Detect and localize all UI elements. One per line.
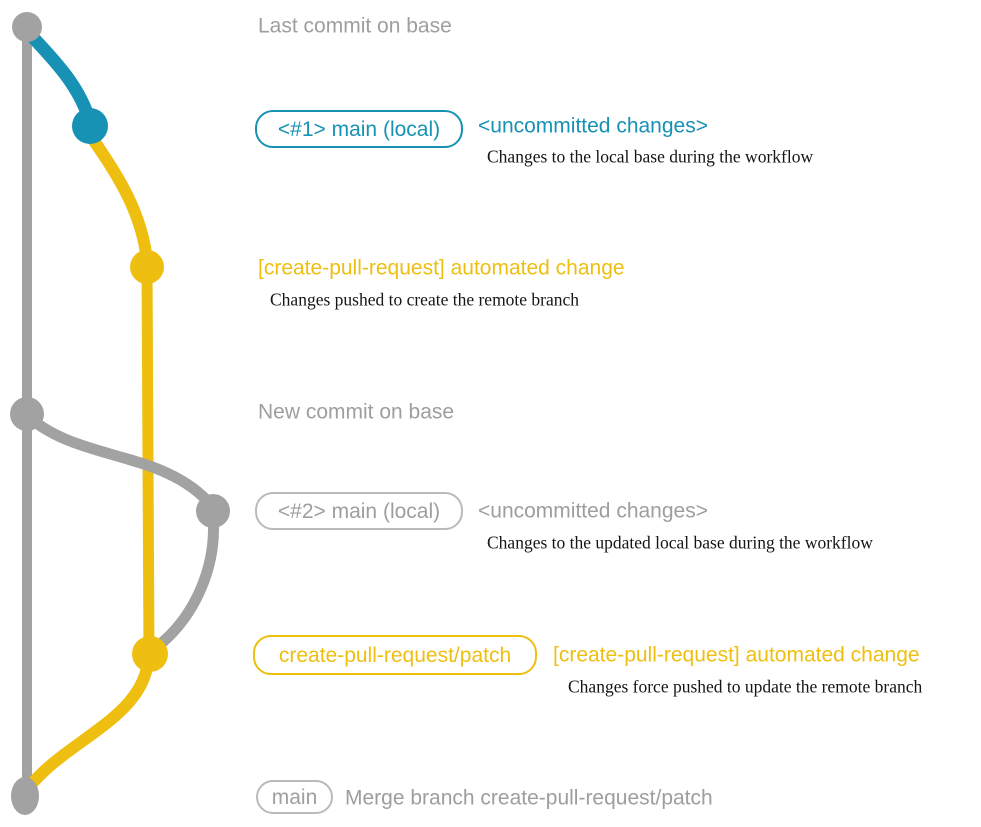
commit-message-automated-1: [create-pull-request] automated change (258, 256, 625, 280)
description-automated-1: Changes pushed to create the remote bran… (270, 289, 580, 310)
rebase-branch-line-lower (147, 510, 219, 656)
branch-badge-main: main (256, 780, 333, 814)
commit-message-automated-2: [create-pull-request] automated change (553, 643, 920, 667)
branch-badge-label: create-pull-request/patch (278, 643, 512, 667)
branch-badge-label: <#1> main (local) (277, 117, 441, 141)
commit-node-merge (11, 777, 39, 815)
commit-node-main-local-2 (196, 494, 230, 528)
uncommitted-changes-1: <uncommitted changes> (478, 114, 708, 138)
commit-node-main-local-1 (72, 108, 108, 144)
description-main-local-1: Changes to the local base during the wor… (487, 146, 814, 167)
branch-badge-main-local-2: <#2> main (local) (255, 492, 463, 530)
commit-node-new-commit-on-base (10, 397, 44, 431)
commit-node-automated-change-2 (132, 636, 168, 672)
merge-commit-label: Merge branch create-pull-request/patch (345, 786, 713, 810)
commit-node-automated-change-1 (130, 250, 164, 284)
patch-merge-line (21, 656, 154, 796)
rebase-branch-line-upper (23, 411, 218, 512)
main-local-branch-line (21, 25, 97, 129)
branch-badge-label: main (271, 785, 318, 809)
commit-graph (10, 12, 230, 815)
description-automated-2: Changes force pushed to update the remot… (568, 676, 923, 697)
commit-node-last-commit-on-base (12, 12, 42, 42)
branch-badge-patch: create-pull-request/patch (253, 635, 537, 675)
description-main-local-2: Changes to the updated local base during… (487, 532, 873, 553)
uncommitted-changes-2: <uncommitted changes> (478, 499, 708, 523)
branch-badge-main-local-1: <#1> main (local) (255, 110, 463, 148)
new-commit-label: New commit on base (258, 400, 455, 424)
last-commit-label: Last commit on base (258, 14, 452, 38)
patch-branch-line-upper (86, 132, 153, 268)
branch-badge-label: <#2> main (local) (277, 499, 441, 523)
